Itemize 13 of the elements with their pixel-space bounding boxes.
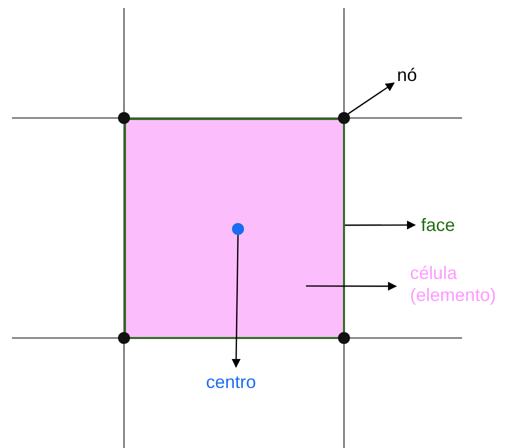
- vertex-dot: [338, 332, 350, 344]
- vertex-dot: [118, 332, 130, 344]
- leader-arrow: [232, 235, 241, 368]
- face-label: face: [421, 214, 456, 236]
- vertex-dot: [118, 112, 130, 124]
- node-label: nó: [397, 64, 418, 86]
- leader-arrow: [345, 220, 416, 230]
- leader-arrow: [306, 282, 397, 291]
- cell-label: célula (elemento): [410, 262, 525, 306]
- center-dot: [232, 223, 244, 235]
- center-label: centro: [206, 371, 256, 393]
- leader-arrow: [348, 82, 395, 114]
- vertex-dot: [338, 112, 350, 124]
